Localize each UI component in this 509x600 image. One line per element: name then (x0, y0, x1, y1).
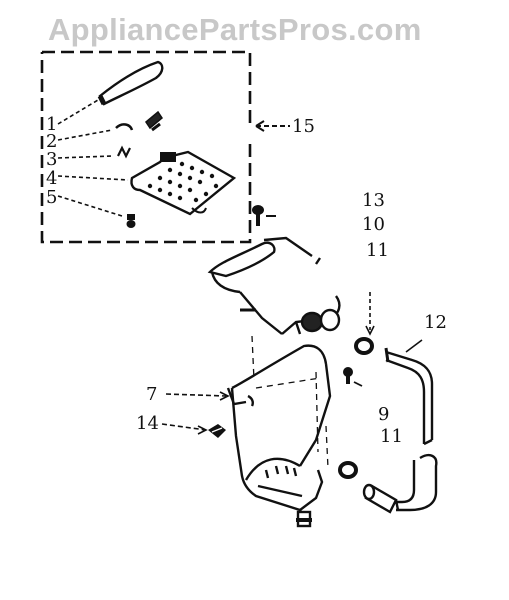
callout-14: 14 (136, 413, 159, 434)
washer-upper (354, 292, 375, 355)
callout-11-lower: 11 (380, 426, 403, 447)
part-1-spray-cover (97, 60, 164, 106)
callout-3: 3 (46, 149, 58, 170)
leader-15 (255, 120, 290, 132)
callout-11-upper: 11 (366, 240, 389, 261)
part-14-grommet (208, 424, 226, 438)
callout-10-upper: 10 (362, 214, 385, 235)
part-3-spring (117, 145, 131, 159)
part-4-screen (130, 150, 237, 216)
callout-13: 13 (362, 190, 385, 211)
solenoid-bracket (230, 344, 332, 528)
screw-mid (343, 367, 363, 387)
leaders-1-5 (57, 99, 129, 217)
callout-1: 1 (46, 114, 58, 135)
callout-9: 9 (378, 404, 390, 425)
kit-dashed-box (40, 50, 252, 244)
part-12-hose (384, 339, 438, 512)
callout-5: 5 (46, 187, 58, 208)
watermark-text: AppliancePartsPros.com (48, 12, 422, 47)
callout-4: 4 (46, 168, 58, 189)
part-7-arm (226, 387, 254, 407)
callout-12: 12 (424, 312, 447, 333)
leaders-7-14 (161, 391, 230, 435)
part-5-screw (126, 214, 136, 228)
construction-lines (251, 335, 329, 469)
screw-top (252, 205, 276, 226)
hose-fitting (362, 483, 400, 514)
valve-body (207, 236, 341, 335)
callout-15: 15 (292, 116, 315, 137)
part-2-clip (115, 110, 163, 132)
callout-7: 7 (146, 384, 158, 405)
washer-lower (338, 461, 358, 479)
callout-2: 2 (46, 131, 58, 152)
